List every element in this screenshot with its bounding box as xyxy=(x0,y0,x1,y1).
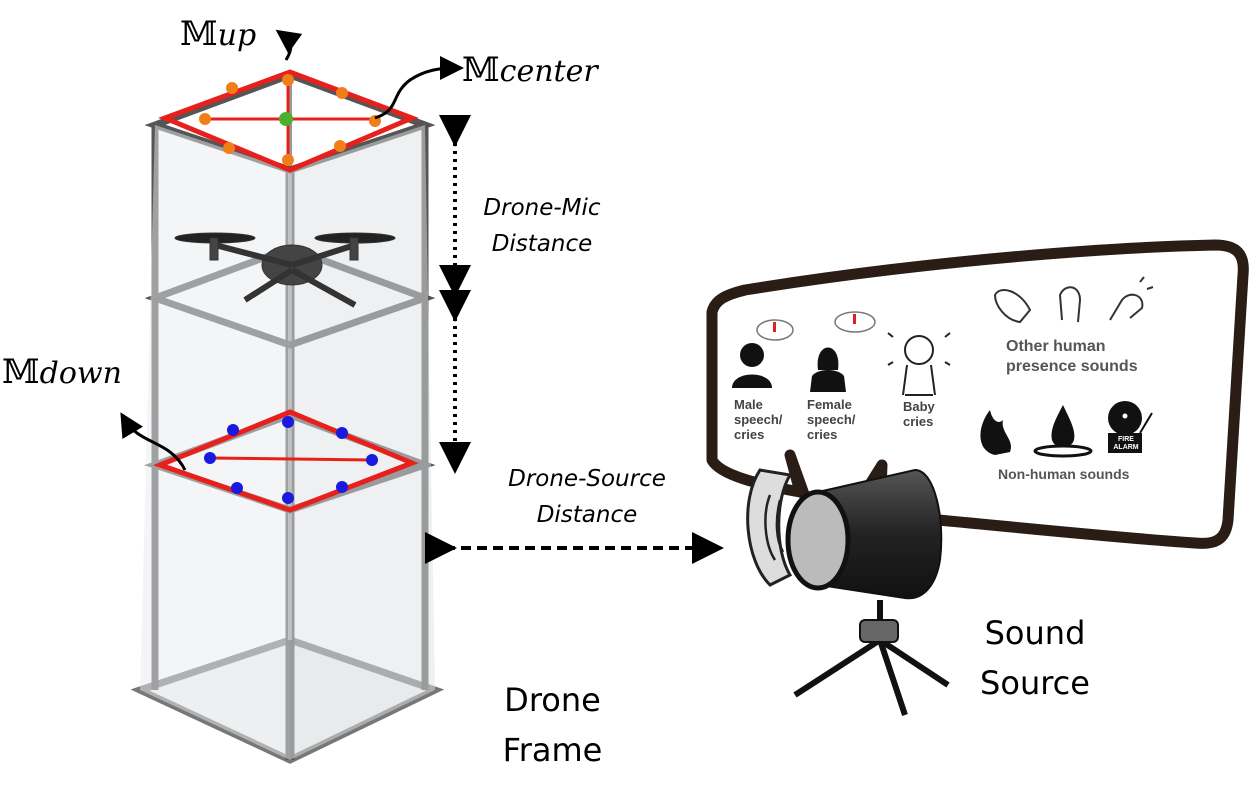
other-human-line1: Other human xyxy=(1006,338,1106,355)
m-center-subscript: center xyxy=(499,54,598,89)
sound-classes-bubble xyxy=(706,239,1249,549)
speaker-icon xyxy=(746,468,950,716)
baby-crying-icon xyxy=(887,332,951,396)
m-center-base: 𝕄 xyxy=(462,50,500,90)
female-line1: Female xyxy=(807,397,852,412)
other-human-line2: presence sounds xyxy=(1006,358,1138,375)
female-line2: speech/ xyxy=(807,412,856,427)
sound-source-line2: Source xyxy=(980,664,1090,702)
male-line1: Male xyxy=(734,397,763,412)
m-down-label: 𝕄down xyxy=(2,352,122,392)
baby-line1: Baby xyxy=(903,399,935,414)
male-line3: cries xyxy=(734,427,765,442)
distance-arrows xyxy=(425,115,724,564)
label-pointers xyxy=(120,29,464,471)
m-center-label: 𝕄center xyxy=(462,50,598,90)
m-down-subscript: down xyxy=(39,356,122,391)
baby-line2: cries xyxy=(903,414,934,429)
m-up-base: 𝕄 xyxy=(180,14,218,54)
drone-icon xyxy=(174,232,396,308)
sound-source-line1: Sound xyxy=(984,614,1086,652)
mic-array-up xyxy=(158,69,419,173)
mic-array-down xyxy=(152,409,419,513)
water-drop-icon xyxy=(1033,405,1093,458)
finger-snap-icon xyxy=(1058,286,1082,323)
drone-frame-line1: Drone xyxy=(504,681,601,719)
m-up-label: 𝕄up xyxy=(180,14,256,54)
drone-source-line2: Distance xyxy=(536,502,638,528)
drone-mic-line1: Drone-Mic xyxy=(483,195,601,221)
knocking-icon xyxy=(1109,276,1154,321)
other-human-label: Other human presence sounds xyxy=(1006,337,1138,377)
male-speaker-icon xyxy=(732,319,794,388)
fire-icon xyxy=(980,410,1012,455)
m-down-base: 𝕄 xyxy=(2,352,40,392)
drone-source-line1: Drone-Source xyxy=(508,466,666,492)
male-line2: speech/ xyxy=(734,412,783,427)
clapping-icon xyxy=(993,289,1032,324)
drone-frame-line2: Frame xyxy=(502,731,603,769)
fire-alarm-bell-icon xyxy=(1108,401,1153,453)
non-human-label: Non-human sounds xyxy=(998,466,1130,482)
m-up-subscript: up xyxy=(217,18,257,53)
drone-mic-line2: Distance xyxy=(491,231,593,257)
fire-alarm-text: FIRE ALARM xyxy=(1113,436,1139,451)
female-line3: cries xyxy=(807,427,838,442)
female-speaker-icon xyxy=(810,311,876,392)
